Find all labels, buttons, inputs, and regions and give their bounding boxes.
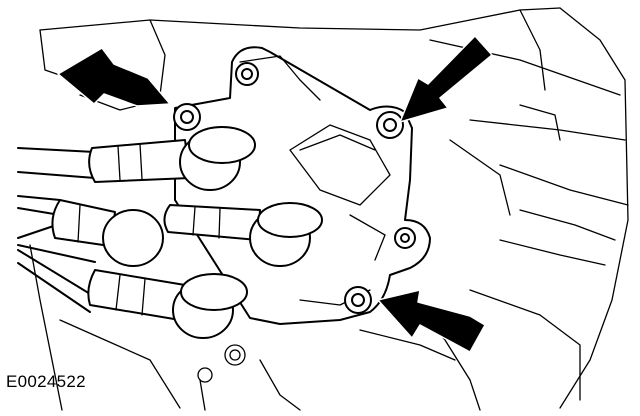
coil-pack-housing	[174, 46, 431, 325]
arrow-icon	[57, 47, 171, 107]
coil-mounting-bolt-top-left	[173, 103, 201, 131]
engine-background	[29, 7, 629, 411]
reference-code: E0024522	[6, 372, 86, 391]
housing-stud	[235, 62, 259, 86]
ht-leads	[17, 147, 101, 313]
spark-plug-lead-3	[163, 202, 323, 267]
spark-plug-lead-4	[87, 269, 248, 339]
coil-mounting-bolt-top-right	[376, 111, 404, 139]
spark-plug-lead-1	[88, 126, 256, 191]
coil-mounting-bolt-side	[394, 227, 416, 249]
arrow-icon	[399, 35, 493, 123]
arrow-icon	[377, 289, 486, 353]
coil-mounting-bolt-bottom	[344, 286, 372, 314]
spark-plug-lead-2	[51, 199, 164, 267]
